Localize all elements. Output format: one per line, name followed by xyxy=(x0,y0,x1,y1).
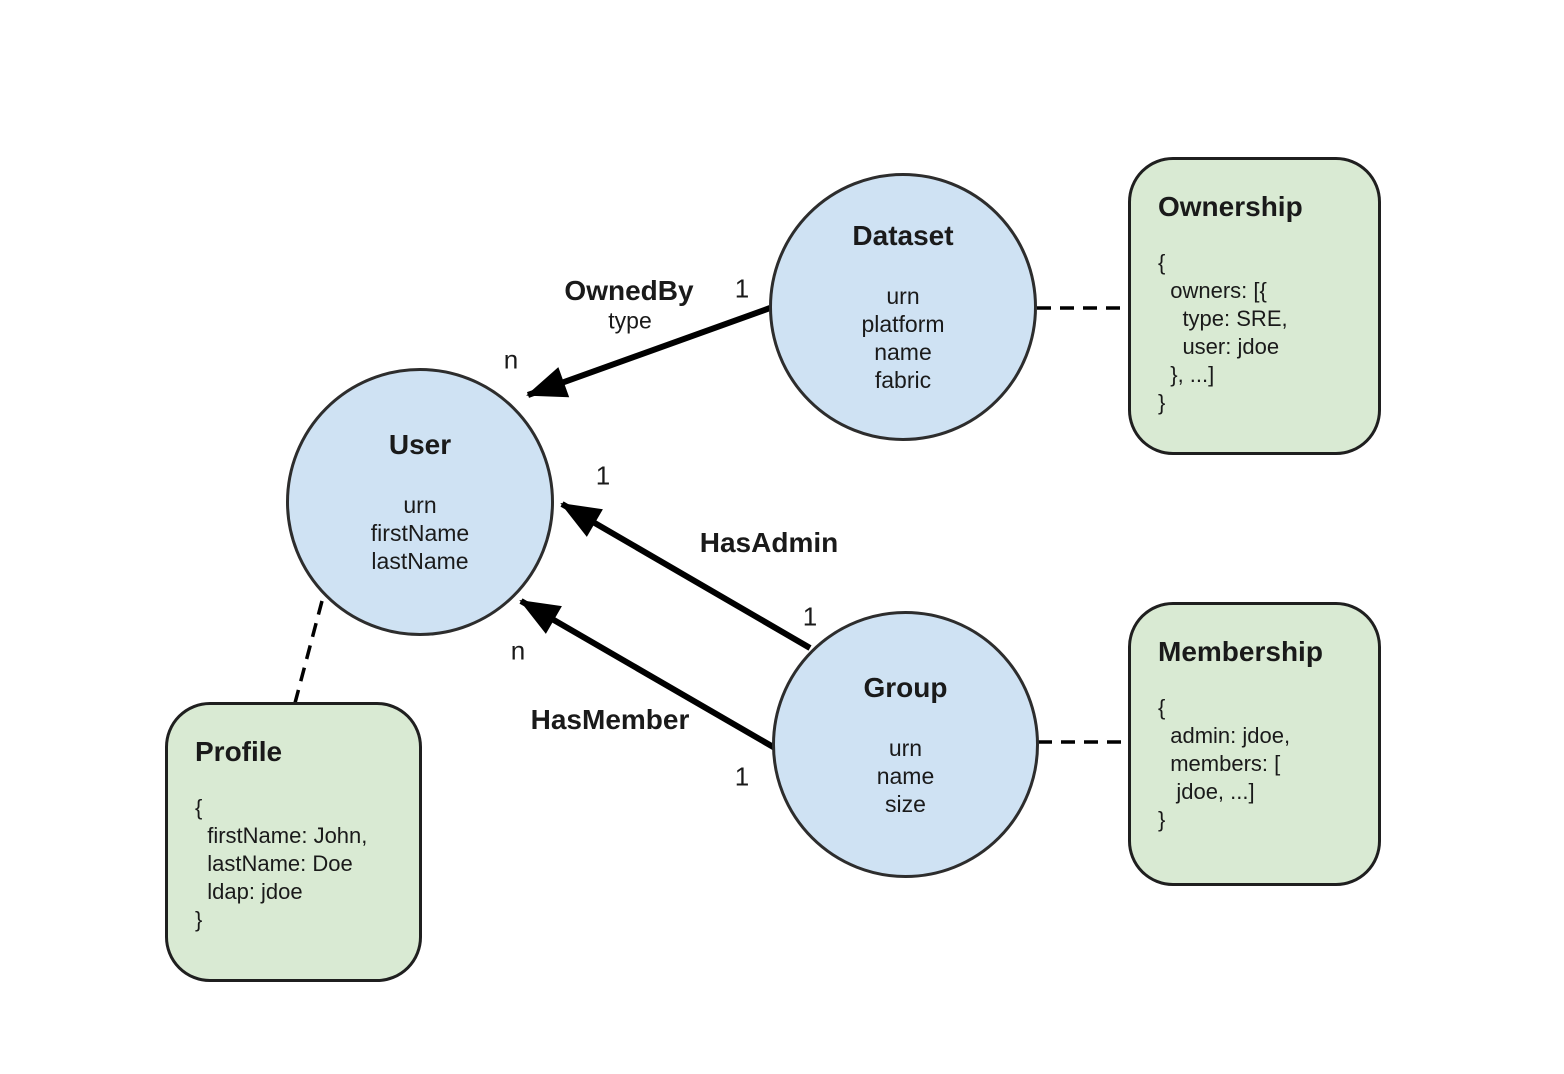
has-admin-arrow xyxy=(560,501,812,651)
owned-by-cardinality-target: n xyxy=(503,344,519,375)
entity-dataset-attributes: urn platform name fabric xyxy=(861,283,945,393)
owned-by-label: OwnedBy xyxy=(564,275,694,306)
entity-group: Group urn name size xyxy=(772,611,1039,878)
owned-by-arrow xyxy=(526,305,772,398)
entity-user-title: User xyxy=(388,429,452,460)
aspect-membership: Membership { admin: jdoe, members: [ jdo… xyxy=(1128,602,1381,886)
has-member-label: HasMember xyxy=(530,704,690,735)
has-admin-cardinality-target: 1 xyxy=(595,460,611,491)
aspect-membership-title: Membership xyxy=(1158,636,1323,667)
entity-user: User urn firstName lastName xyxy=(286,368,554,636)
has-member-cardinality-target: n xyxy=(510,635,526,666)
user-profile-connector xyxy=(293,600,324,704)
owned-by-cardinality-source: 1 xyxy=(734,273,750,304)
aspect-ownership-body: { owners: [{ type: SRE, user: jdoe }, ..… xyxy=(1158,250,1288,415)
has-admin-label: HasAdmin xyxy=(699,527,839,558)
entity-group-attributes: urn name size xyxy=(876,734,935,817)
entity-dataset: Dataset urn platform name fabric xyxy=(769,173,1037,441)
aspect-profile-title: Profile xyxy=(195,736,283,767)
owned-by-sublabel: type xyxy=(608,307,652,334)
entity-dataset-title: Dataset xyxy=(852,220,954,251)
entity-user-attributes: urn firstName lastName xyxy=(370,492,470,574)
aspect-ownership: Ownership { owners: [{ type: SRE, user: … xyxy=(1128,157,1381,455)
aspect-profile: Profile { firstName: John, lastName: Doe… xyxy=(165,702,422,982)
has-member-arrow xyxy=(519,598,777,751)
has-admin-cardinality-source: 1 xyxy=(802,601,818,632)
entity-group-title: Group xyxy=(863,671,948,703)
aspect-membership-body: { admin: jdoe, members: [ jdoe, ...] } xyxy=(1158,695,1291,832)
aspect-ownership-title: Ownership xyxy=(1158,191,1303,222)
has-member-cardinality-source: 1 xyxy=(734,761,750,792)
aspect-profile-body: { firstName: John, lastName: Doe ldap: j… xyxy=(195,795,368,932)
